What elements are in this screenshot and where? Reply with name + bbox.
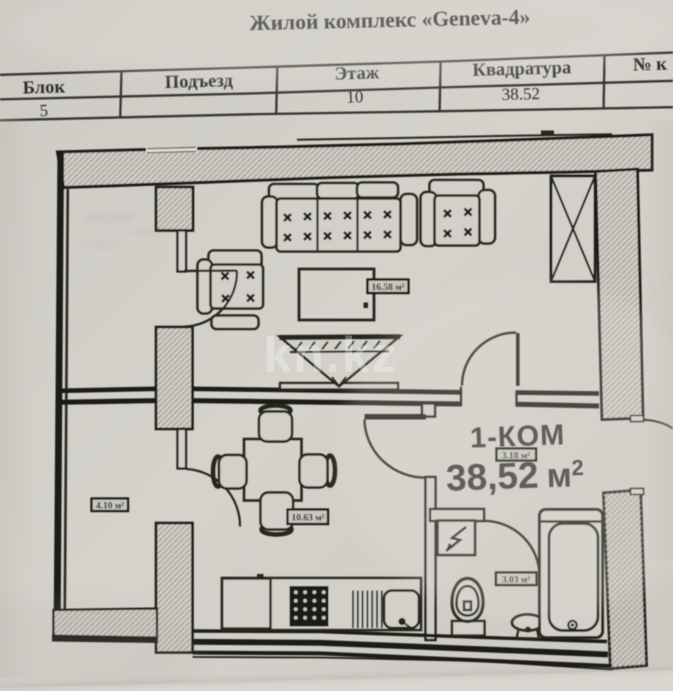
svg-text:5: 5 — [39, 101, 48, 120]
svg-text:4.10 м²: 4.10 м² — [96, 502, 124, 512]
svg-text:10.63 м²: 10.63 м² — [291, 514, 324, 524]
svg-text:№ к: № к — [633, 55, 668, 76]
svg-text:10: 10 — [346, 87, 364, 106]
svg-text:38.52: 38.52 — [501, 84, 540, 104]
svg-text:16.58 м²: 16.58 м² — [371, 283, 404, 293]
svg-text:Блок: Блок — [22, 77, 65, 98]
